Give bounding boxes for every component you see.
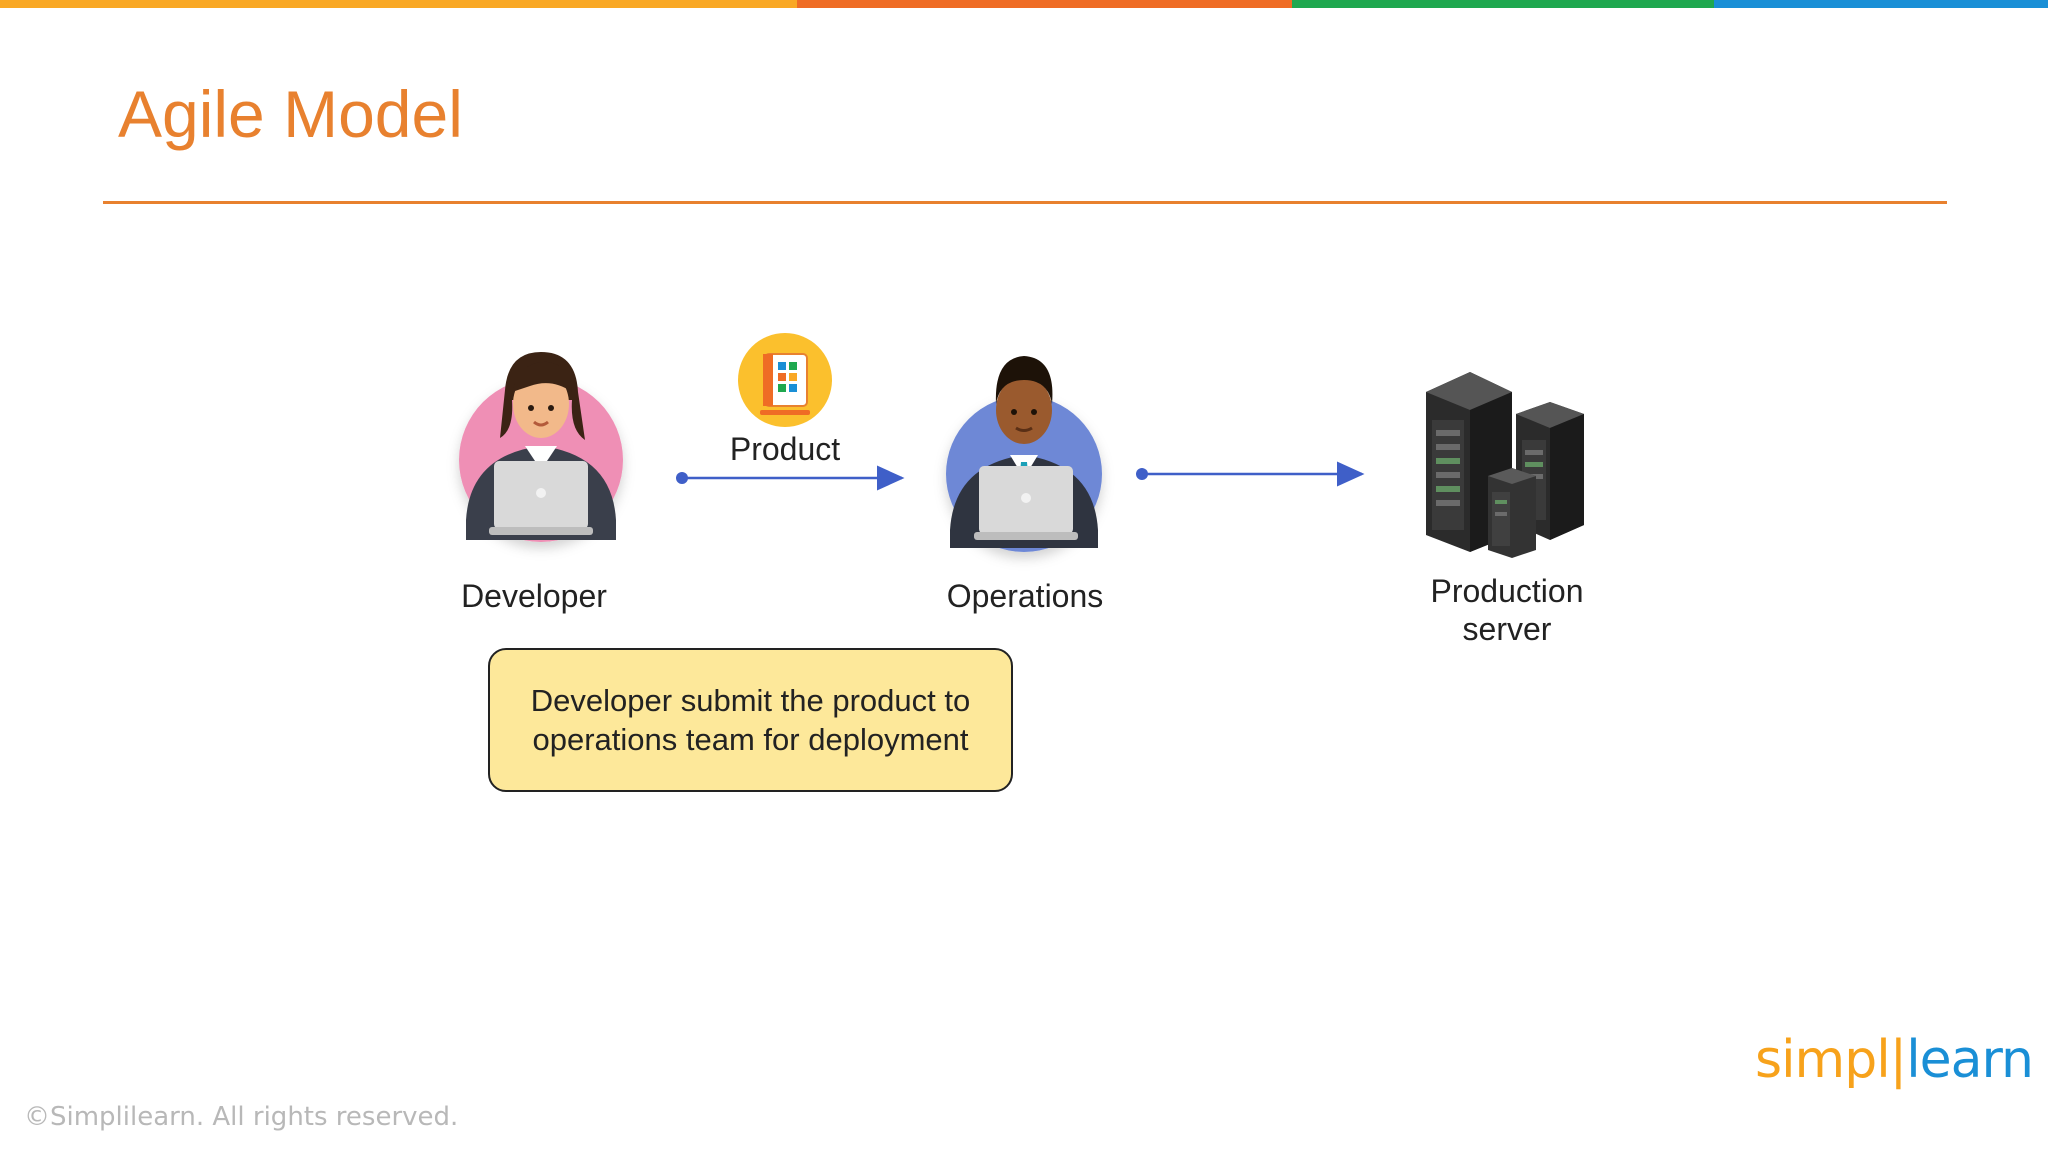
product-tablet-icon	[738, 333, 832, 427]
copyright-text: ©Simplilearn. All rights reserved.	[24, 1102, 459, 1132]
brand-separator-icon: |	[1889, 1030, 1908, 1090]
title-underline	[103, 201, 1947, 204]
top-color-bar	[0, 0, 2048, 8]
node-label-operations: Operations	[946, 578, 1104, 614]
node-label-production-server-line1: Production	[1430, 573, 1584, 609]
slide-title: Agile Model	[118, 77, 463, 151]
simplilearn-logo: simpl|learn	[1755, 1030, 2034, 1090]
caption-box: Developer submit the product to operatio…	[488, 648, 1013, 792]
male-operations-icon	[946, 356, 1102, 552]
brand-part-learn: learn	[1906, 1030, 2034, 1090]
node-label-production-server: Production server	[1397, 572, 1617, 648]
brand-part-simpl: simpl	[1755, 1030, 1891, 1090]
node-label-production-server-line2: server	[1462, 611, 1552, 647]
node-label-developer: Developer	[461, 578, 607, 614]
edge-label-product: Product	[729, 431, 841, 467]
top-bar-segment-green	[1292, 0, 1714, 8]
server-rack-icon	[1426, 372, 1584, 558]
top-bar-segment-orange	[797, 0, 1292, 8]
caption-text: Developer submit the product to operatio…	[530, 683, 971, 757]
female-developer-icon	[459, 352, 623, 542]
top-bar-segment-blue	[1714, 0, 2048, 8]
edge-operations-to-server	[1136, 461, 1365, 487]
top-bar-segment-yellow	[0, 0, 797, 8]
edge-developer-to-operations	[676, 465, 905, 491]
